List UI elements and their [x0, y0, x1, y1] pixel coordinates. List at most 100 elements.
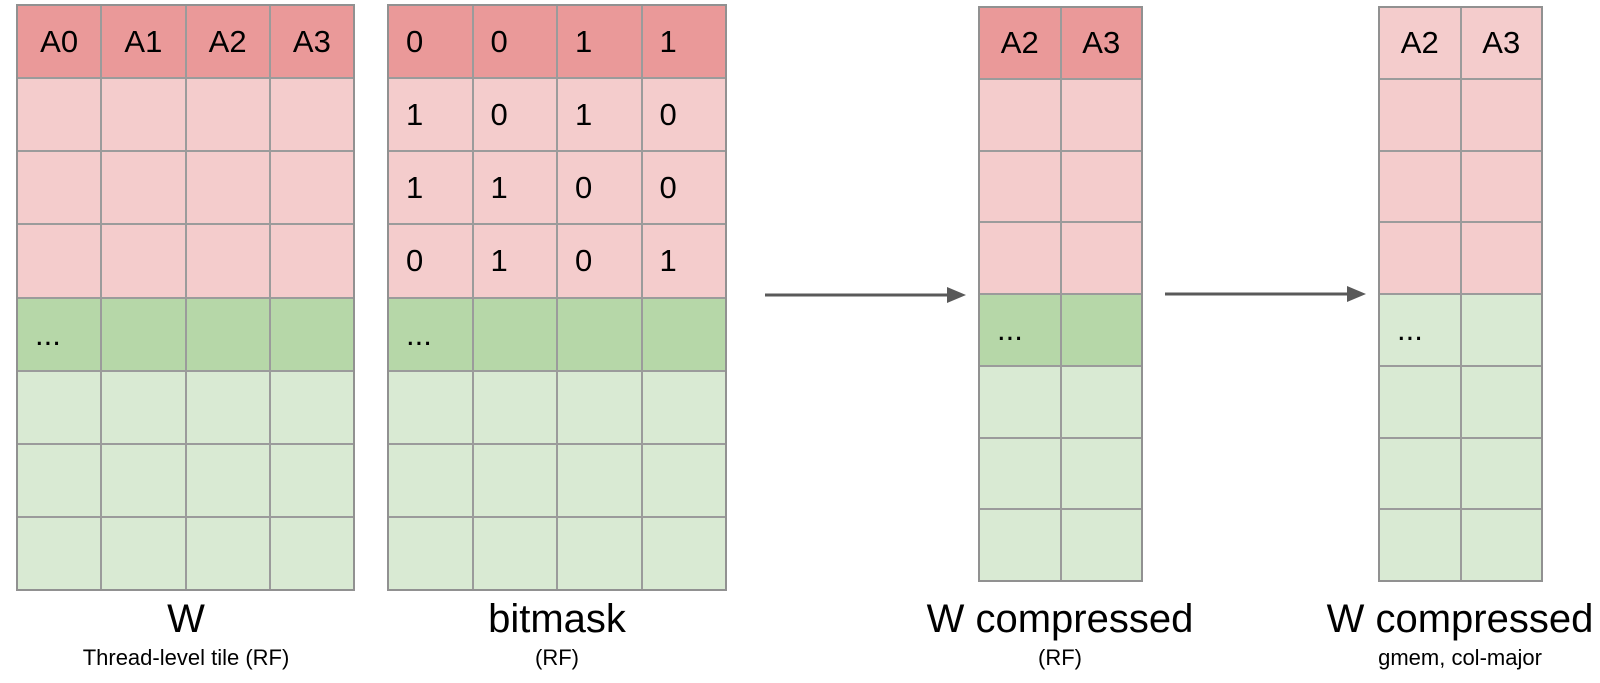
grid-cell	[186, 371, 269, 443]
grid-cell-value: A2	[186, 6, 269, 78]
grid-cell	[1461, 151, 1541, 222]
grid-cell	[270, 79, 353, 151]
right-arrow-icon	[765, 287, 966, 303]
grid-cell	[473, 517, 556, 589]
grid-cell	[18, 152, 101, 224]
grid-cell	[980, 438, 1060, 509]
grid-cell	[980, 366, 1060, 437]
grid-cell	[270, 152, 353, 224]
grid-cell-value: A1	[102, 6, 185, 78]
grid-cell	[1061, 510, 1141, 580]
grid-cell-value: 0	[558, 225, 641, 297]
grid-title: W compressed	[1326, 597, 1594, 641]
grid-cell	[102, 444, 185, 516]
grid-cell	[642, 444, 725, 516]
grid-cell	[980, 223, 1060, 293]
grid-cell	[102, 517, 185, 589]
grid-cell	[558, 298, 641, 370]
grid-cell	[558, 444, 641, 516]
grid-cell	[186, 79, 269, 151]
grid-cell	[1461, 79, 1541, 150]
grid-title: W	[167, 597, 205, 641]
grid-cell-value: ...	[18, 298, 101, 370]
grid-cell	[1380, 79, 1460, 150]
grid-cell-value: 0	[473, 79, 556, 151]
grid-cell	[1061, 366, 1141, 437]
grid-cell	[18, 79, 101, 151]
grid-cell	[1461, 223, 1541, 293]
grid-cell-value: 0	[642, 79, 725, 151]
grid-cell	[270, 298, 353, 370]
grid-cell	[1061, 438, 1141, 509]
grid-cell-value: A3	[1461, 8, 1541, 78]
grid-cell	[102, 225, 185, 297]
grid-cell	[18, 444, 101, 516]
grid-cell	[389, 371, 472, 443]
grid-subtitle: (RF)	[535, 645, 579, 670]
grid-cell-value: 0	[642, 152, 725, 224]
grid-title: bitmask	[488, 597, 626, 641]
grid-cell	[642, 517, 725, 589]
w-compressed-rf-label: W compressed (RF)	[850, 594, 1270, 672]
grid-cell-value: ...	[980, 295, 1060, 365]
grid-cell-value: A2	[1380, 8, 1460, 78]
w-compressed-gmem-label: W compressed gmem, col-major	[1250, 594, 1600, 672]
grid-cell	[102, 298, 185, 370]
grid-cell	[186, 444, 269, 516]
grid-cell	[980, 79, 1060, 150]
grid-cell	[1061, 223, 1141, 293]
grid-cell	[1380, 438, 1460, 509]
grid-cell	[389, 517, 472, 589]
grid-cell	[186, 517, 269, 589]
grid-cell	[558, 371, 641, 443]
grid-title: W compressed	[926, 597, 1194, 641]
grid-cell-value: 0	[473, 6, 556, 78]
grid-cell	[473, 444, 556, 516]
grid-cell	[102, 152, 185, 224]
grid-cell	[389, 444, 472, 516]
grid-cell-value: 1	[389, 79, 472, 151]
grid-cell-value: 1	[642, 225, 725, 297]
grid-cell-value: 1	[473, 225, 556, 297]
grid-cell	[18, 225, 101, 297]
grid-cell	[642, 371, 725, 443]
grid-cell-value: A3	[270, 6, 353, 78]
grid-cell	[102, 371, 185, 443]
grid-cell	[270, 444, 353, 516]
grid-cell-value: ...	[389, 298, 472, 370]
grid-cell	[473, 371, 556, 443]
grid-cell	[473, 298, 556, 370]
grid-cell	[1461, 366, 1541, 437]
grid-cell	[980, 151, 1060, 222]
right-arrow-icon	[1165, 286, 1366, 302]
grid-cell	[270, 225, 353, 297]
grid-cell-value: A3	[1061, 8, 1141, 78]
grid-cell-value: 0	[389, 225, 472, 297]
grid-cell	[642, 298, 725, 370]
grid-cell	[18, 371, 101, 443]
grid-cell-value: A2	[980, 8, 1060, 78]
grid-cell-value: A0	[18, 6, 101, 78]
grid-cell-value: 1	[558, 6, 641, 78]
grid-cell-value: 0	[558, 152, 641, 224]
grid-cell-value: 1	[642, 6, 725, 78]
grid-cell	[1380, 366, 1460, 437]
grid-cell	[18, 517, 101, 589]
grid-cell	[270, 517, 353, 589]
grid-cell-value: 1	[558, 79, 641, 151]
grid-cell	[270, 371, 353, 443]
grid-subtitle: gmem, col-major	[1378, 645, 1542, 670]
grid-cell	[1380, 510, 1460, 580]
grid-cell-value: 1	[473, 152, 556, 224]
grid-cell	[186, 152, 269, 224]
grid-cell	[1461, 438, 1541, 509]
grid-cell	[1380, 151, 1460, 222]
